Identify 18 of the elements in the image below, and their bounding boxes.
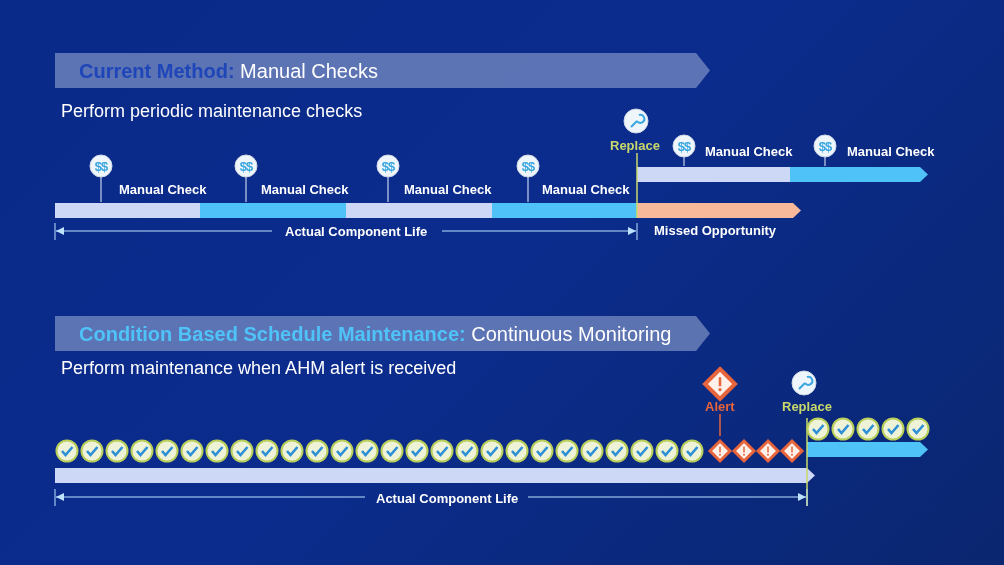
- dimension-label: Actual Component Life: [376, 491, 519, 506]
- description-text: Perform maintenance when AHM alert is received: [61, 358, 457, 379]
- segment-label: Manual Check: [542, 182, 630, 197]
- title-banner: [55, 316, 710, 351]
- event-label: Replace: [610, 138, 660, 153]
- segment-label: Manual Check: [404, 182, 492, 197]
- segment-label: Manual Check: [705, 144, 793, 159]
- banner-title: Current Method: Manual Checks: [79, 60, 378, 83]
- title-banner: [55, 53, 710, 88]
- banner-title: Condition Based Schedule Maintenance: Continuous Monitoring: [79, 323, 672, 346]
- segment-label: Manual Check: [119, 182, 207, 197]
- event-label: Alert: [705, 399, 735, 414]
- segment-label: Missed Opportunity: [654, 223, 777, 238]
- event-label: Replace: [782, 399, 832, 414]
- description-text: Perform periodic maintenance checks: [61, 101, 363, 122]
- segment-label: Manual Check: [847, 144, 935, 159]
- dimension-label: Actual Component Life: [285, 224, 428, 239]
- segment-label: Manual Check: [261, 182, 349, 197]
